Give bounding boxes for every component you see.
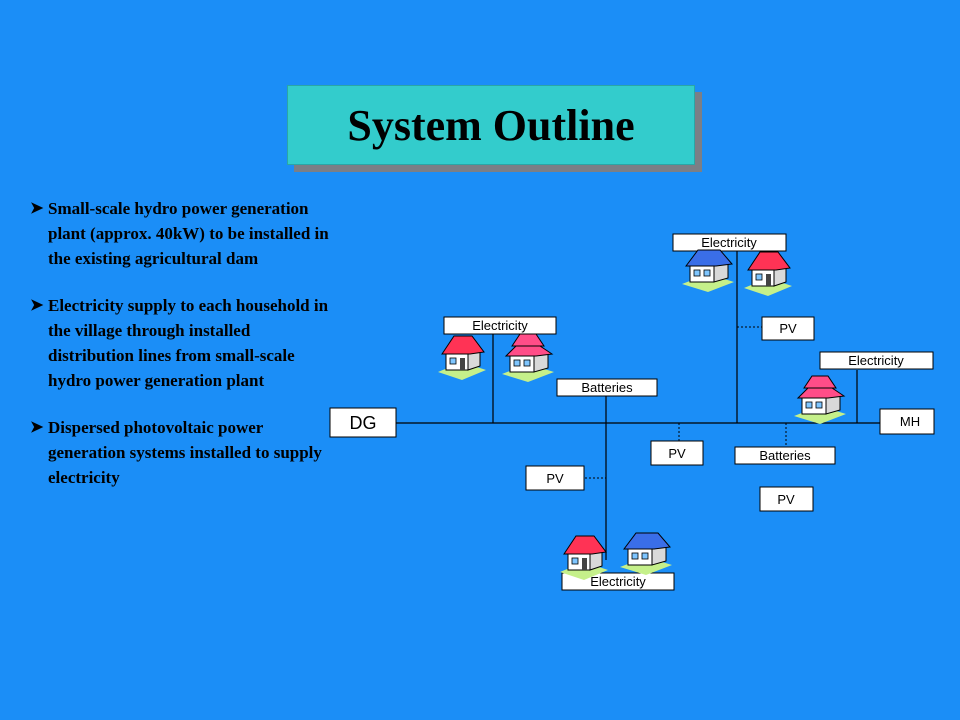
bullet-text: Small-scale hydro power generation plant… bbox=[48, 199, 329, 268]
pv-label: PV bbox=[546, 471, 564, 486]
house-icon bbox=[681, 249, 735, 293]
house-icon bbox=[619, 532, 673, 576]
batteries-label-box: Batteries bbox=[734, 446, 836, 465]
bullet-text: Electricity supply to each household in … bbox=[48, 296, 329, 390]
electricity-label-box: Electricity bbox=[819, 351, 934, 370]
page-title: System Outline bbox=[347, 100, 635, 150]
bullet-list: ➤ Small-scale hydro power generation pla… bbox=[30, 196, 335, 512]
house-icon bbox=[501, 333, 555, 383]
pv-label-box: PV bbox=[525, 465, 585, 491]
pv-label: PV bbox=[779, 321, 797, 336]
arrowhead-bullet-icon: ➤ bbox=[30, 297, 44, 314]
house-icon bbox=[743, 251, 793, 297]
pv-label-box: PV bbox=[650, 440, 704, 466]
dg-label: DG bbox=[350, 413, 377, 433]
batteries-label: Batteries bbox=[581, 380, 633, 395]
mh-label: MH bbox=[900, 414, 920, 429]
title-box: System Outline bbox=[287, 85, 695, 165]
electricity-label: Electricity bbox=[472, 318, 528, 333]
electricity-label: Electricity bbox=[590, 574, 646, 589]
bullet-item: ➤ Small-scale hydro power generation pla… bbox=[30, 196, 335, 271]
dg-label-box: DG bbox=[329, 407, 397, 438]
arrowhead-bullet-icon: ➤ bbox=[30, 200, 44, 217]
batteries-label-box: Batteries bbox=[556, 378, 658, 397]
electricity-label: Electricity bbox=[848, 353, 904, 368]
pv-label-box: PV bbox=[761, 316, 815, 341]
pv-label: PV bbox=[668, 446, 686, 461]
electricity-label-box: Electricity bbox=[443, 316, 557, 335]
batteries-label: Batteries bbox=[759, 448, 811, 463]
bullet-item: ➤ Electricity supply to each household i… bbox=[30, 293, 335, 393]
pv-label: PV bbox=[777, 492, 795, 507]
bullet-item: ➤ Dispersed photovoltaic power generatio… bbox=[30, 415, 335, 490]
house-icon bbox=[793, 375, 847, 425]
electricity-label-box: Electricity bbox=[672, 233, 787, 252]
mh-label-box: MH bbox=[879, 408, 935, 435]
bullet-text: Dispersed photovoltaic power generation … bbox=[48, 418, 322, 487]
pv-label-box: PV bbox=[759, 486, 814, 512]
house-icon bbox=[437, 335, 487, 381]
arrowhead-bullet-icon: ➤ bbox=[30, 419, 44, 436]
electricity-label: Electricity bbox=[701, 235, 757, 250]
